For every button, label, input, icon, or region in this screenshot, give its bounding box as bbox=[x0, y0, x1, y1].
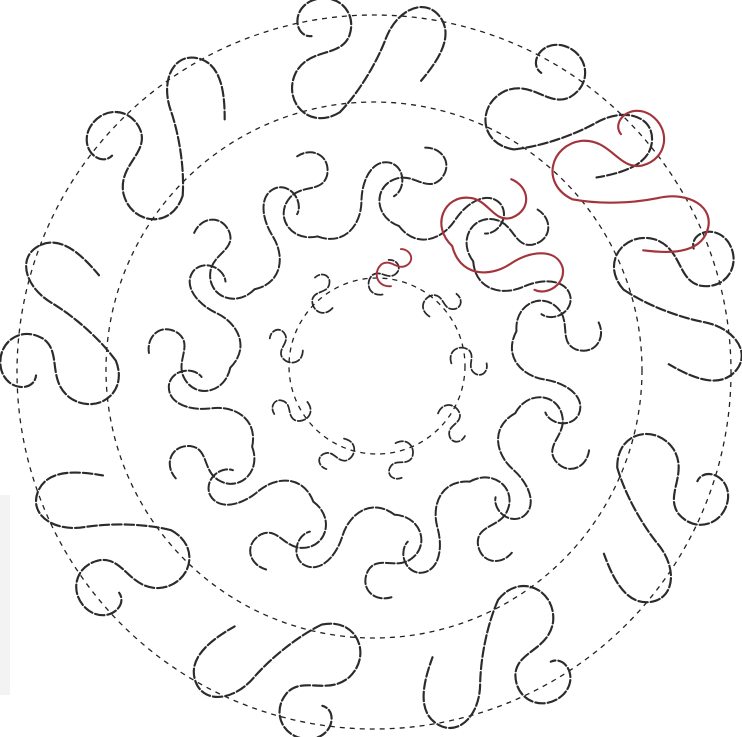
outer-motif bbox=[608, 216, 742, 399]
outer-motif bbox=[0, 239, 130, 407]
inner-motif bbox=[451, 348, 487, 375]
inner-motif bbox=[316, 432, 358, 477]
middle-motif bbox=[384, 461, 539, 607]
outer-motif bbox=[395, 577, 589, 737]
middle-motif bbox=[372, 139, 517, 259]
middle-motif bbox=[144, 260, 249, 395]
outer-motif bbox=[69, 35, 265, 231]
middle-motif bbox=[134, 354, 271, 506]
middle-ring-motifs bbox=[134, 127, 615, 606]
scan-edge-shadow bbox=[0, 495, 10, 695]
inner-motif bbox=[419, 282, 464, 326]
highlighted-middle-motif bbox=[425, 158, 592, 319]
inner-motif bbox=[270, 391, 314, 429]
highlighted-motif bbox=[374, 92, 732, 318]
inner-guide-circle bbox=[289, 278, 465, 454]
middle-motif bbox=[450, 186, 602, 340]
inner-motif bbox=[264, 328, 308, 366]
outer-motif bbox=[474, 29, 672, 217]
inner-motif bbox=[301, 271, 343, 316]
inner-motif bbox=[384, 440, 417, 481]
outer-motif bbox=[284, 0, 452, 121]
inner-ring-motifs bbox=[264, 257, 487, 480]
middle-motif bbox=[185, 444, 339, 587]
inner-motif bbox=[430, 401, 475, 445]
highlighted-outer-motif bbox=[541, 92, 732, 290]
middle-motif bbox=[469, 386, 602, 537]
outer-motif bbox=[12, 436, 200, 634]
outer-guide-circle bbox=[17, 15, 731, 729]
middle-motif bbox=[173, 160, 323, 315]
outer-motif bbox=[566, 424, 741, 618]
